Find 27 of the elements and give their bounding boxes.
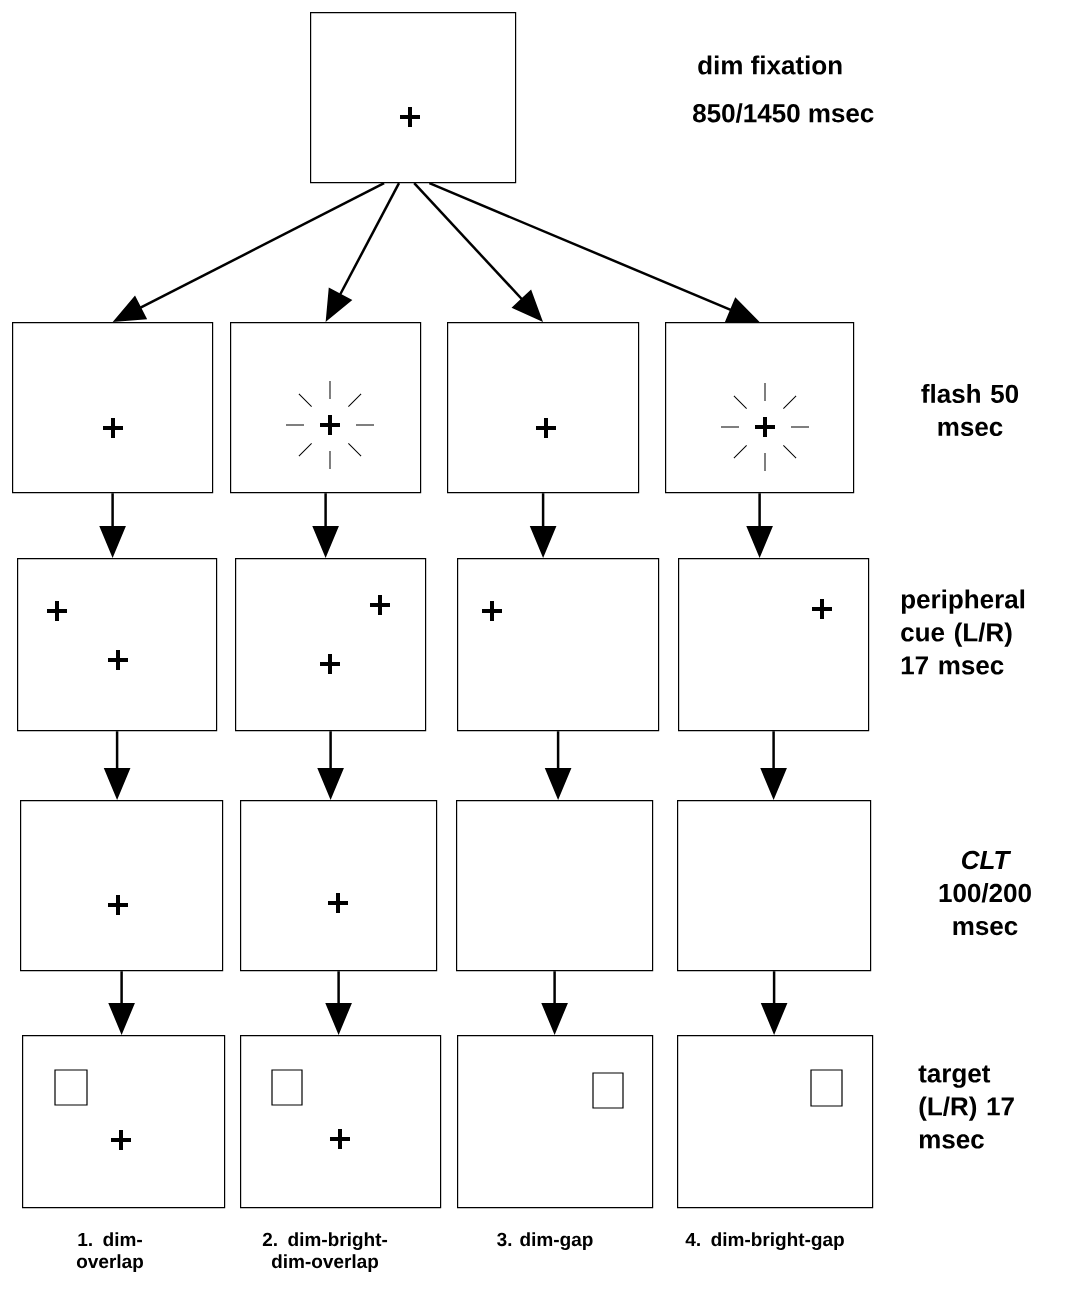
- stimulus-box: [230, 322, 422, 494]
- stimulus-box: [235, 558, 427, 732]
- condition-label: 1. dim-overlap: [76, 1232, 143, 1272]
- stage-label: 850/1450 msec: [693, 103, 874, 123]
- stage-label: flash 50 msec: [921, 383, 1019, 437]
- stimulus-box: [457, 558, 660, 732]
- stage-label: target (L/R) 17 msec: [918, 1065, 1014, 1149]
- stimulus-box: [22, 1035, 226, 1209]
- stimulus-box: [677, 800, 872, 972]
- stage-label: peripheral cue (L/R) 17 msec: [901, 589, 1025, 675]
- stimulus-box: [310, 12, 517, 184]
- stimulus-box: [240, 800, 438, 972]
- stimulus-box: [678, 558, 870, 732]
- stimulus-box: [447, 322, 640, 494]
- stimulus-box: [677, 1035, 874, 1209]
- stimulus-box: [17, 558, 218, 732]
- stimulus-box: [457, 1035, 654, 1209]
- stage-label: CLT 100/200 msec: [939, 850, 1031, 936]
- stimulus-box: [665, 322, 855, 494]
- stage-label: dim fixation: [698, 55, 842, 75]
- stimulus-box: [240, 1035, 442, 1209]
- stimulus-box: [456, 800, 654, 972]
- stimulus-box: [20, 800, 224, 972]
- condition-label: 2. dim-bright-dim-overlap: [262, 1232, 388, 1272]
- condition-label: 3. dim-gap: [497, 1232, 593, 1250]
- stimulus-box: [12, 322, 214, 494]
- condition-label: 4. dim-bright-gap: [685, 1232, 844, 1250]
